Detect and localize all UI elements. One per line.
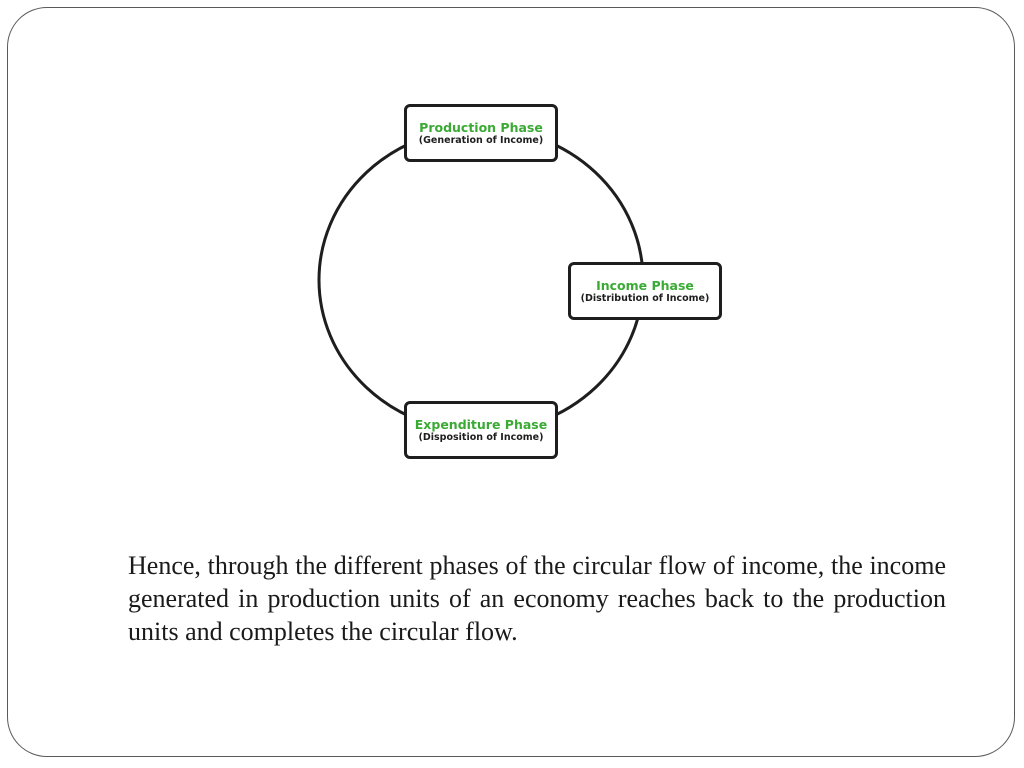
- production-phase-node: Production Phase (Generation of Income): [404, 104, 558, 162]
- production-phase-subtitle: (Generation of Income): [418, 134, 544, 146]
- income-phase-node: Income Phase (Distribution of Income): [568, 262, 722, 320]
- expenditure-phase-title: Expenditure Phase: [414, 416, 548, 432]
- production-phase-title: Production Phase: [419, 119, 543, 135]
- expenditure-phase-node: Expenditure Phase (Disposition of Income…: [404, 401, 558, 459]
- income-phase-title: Income Phase: [596, 277, 694, 293]
- expenditure-phase-subtitle: (Disposition of Income): [418, 431, 544, 443]
- body-paragraph: Hence, through the different phases of t…: [128, 551, 946, 646]
- income-phase-subtitle: (Distribution of Income): [580, 292, 710, 304]
